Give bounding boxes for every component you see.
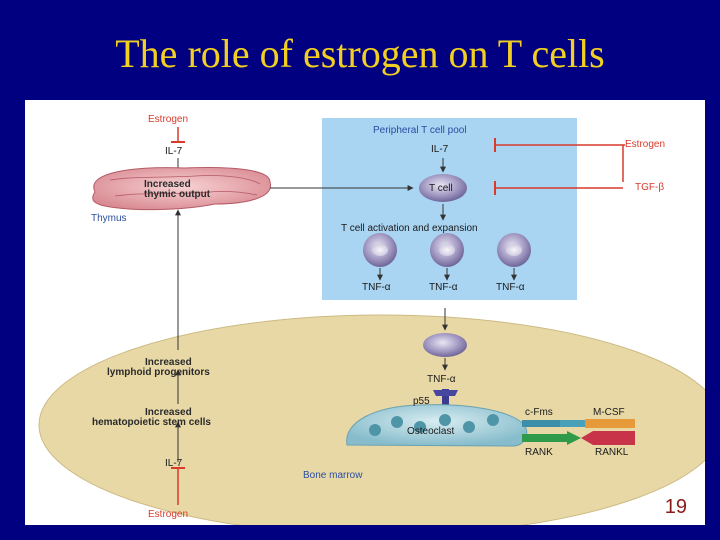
osteoclast-label: Osteoclast <box>407 426 455 437</box>
lymphoid-text-2: lymphoid progenitors <box>107 367 210 378</box>
page-number: 19 <box>664 496 687 518</box>
peripheral-pool-label: Peripheral T cell pool <box>373 125 467 136</box>
tnf-label-1: TNF-α <box>362 282 391 293</box>
thymus-label: Thymus <box>91 213 127 224</box>
cfms-label: c-Fms <box>525 407 553 418</box>
hemato-text-1: Increased <box>145 407 192 418</box>
thymus-text-1: Increased <box>144 179 191 190</box>
slide-title: The role of estrogen on T cells <box>115 31 605 76</box>
tnf-label-2: TNF-α <box>429 282 458 293</box>
estrogen-top-label: Estrogen <box>148 114 189 125</box>
t-cell-label: T cell <box>429 183 453 194</box>
il7-pool-label: IL-7 <box>431 144 449 155</box>
mcsf-label: M-CSF <box>593 407 625 418</box>
estrogen-right-label: Estrogen <box>625 139 666 150</box>
rank-label: RANK <box>525 447 553 458</box>
hemato-text-2: hematopoietic stem cells <box>92 417 211 428</box>
il7-top-label: IL-7 <box>165 146 183 157</box>
tgf-label: TGF-β <box>635 182 665 193</box>
activation-label: T cell activation and expansion <box>341 223 478 234</box>
il7-bottom-label: IL-7 <box>165 458 183 469</box>
thymus-text-2: thymic output <box>144 189 211 200</box>
t-cell-marrow <box>423 333 467 357</box>
t-cell-main <box>419 174 467 202</box>
rankl-label: RANKL <box>595 447 629 458</box>
tnf-marrow-label: TNF-α <box>427 374 456 385</box>
bone-marrow-label: Bone marrow <box>303 470 363 481</box>
peripheral-pool-box <box>322 118 577 300</box>
diagram-graphics <box>38 118 705 525</box>
lymphoid-text-1: Increased <box>145 357 192 368</box>
diagram-panel: Estrogen IL-7 Increased thymic output Th… <box>25 100 705 525</box>
estrogen-bottom-label: Estrogen <box>148 509 189 520</box>
p55-label: p55 <box>413 396 430 407</box>
tnf-label-3: TNF-α <box>496 282 525 293</box>
